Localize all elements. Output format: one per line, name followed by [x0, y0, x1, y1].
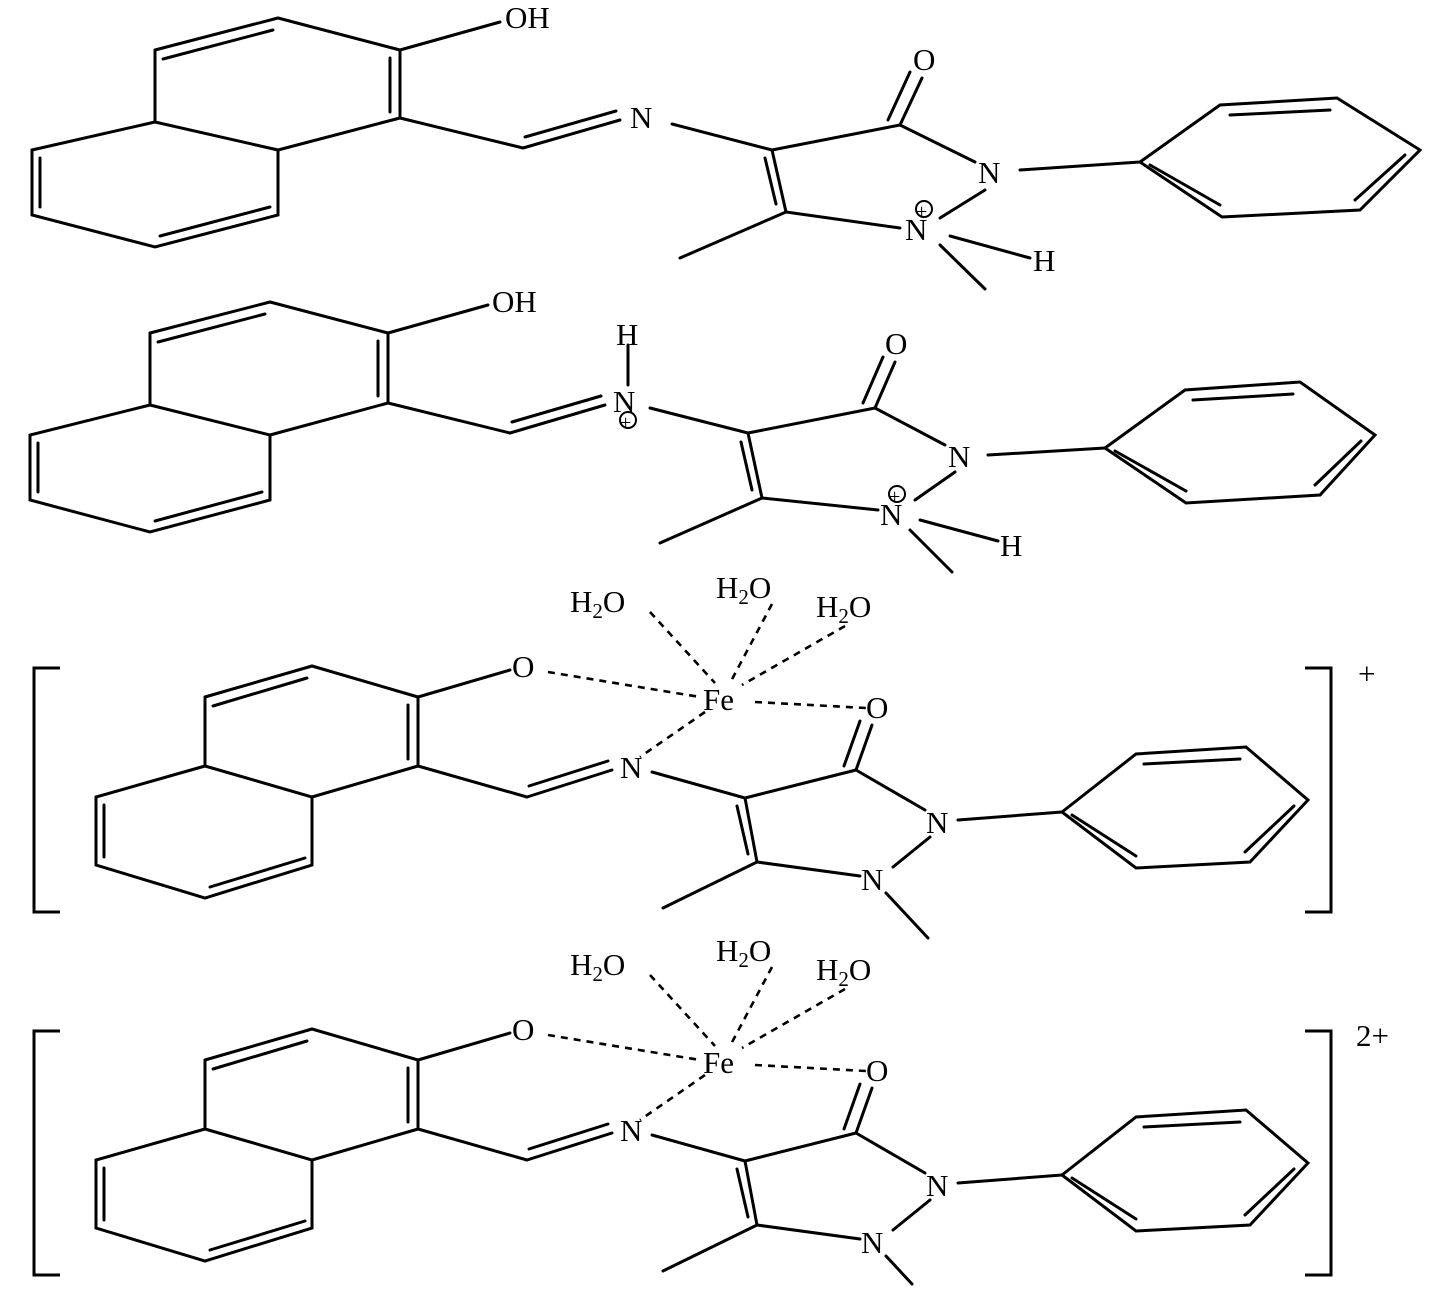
imine-n-label: N [630, 100, 652, 135]
charge-label: + [620, 412, 631, 434]
imine-bond [416, 1122, 614, 1162]
ring-n1-label: N [880, 497, 902, 532]
imine-bond [398, 109, 622, 150]
right-bracket [1305, 1029, 1333, 1277]
hydroxyl-bond [386, 303, 490, 335]
imine-h-label: H [616, 317, 638, 352]
water-label: H2O [816, 589, 871, 628]
pyrazolone-ring [661, 1082, 932, 1286]
phenoxide-o-label: O [512, 1012, 534, 1047]
ring-n2-label: N [978, 155, 1000, 190]
naphthalene-ring [28, 300, 390, 534]
structure-fe-complex-dication: H2O H2O H2O O Fe O N N N 2+ [32, 933, 1389, 1286]
carbonyl-o-label: O [866, 690, 888, 725]
ring-n1-label: N [861, 862, 883, 897]
imine-bond [416, 759, 614, 799]
carbonyl-o-label: O [866, 1053, 888, 1088]
hydroxyl-label: OH [505, 0, 550, 35]
imine-n-label: N [620, 750, 642, 785]
hydroxyl-label: OH [492, 284, 537, 319]
water-label: H2O [570, 584, 625, 623]
ring-n1-label: N [861, 1225, 883, 1260]
phenyl-ring [1018, 96, 1423, 219]
left-bracket [32, 666, 60, 914]
positive-charge-icon: + [888, 485, 906, 508]
naphthalene-ring [94, 664, 420, 900]
pyrazolone-ring [661, 719, 932, 940]
phenyl-ring [956, 1108, 1311, 1233]
ring-n1-h-label: H [1000, 528, 1022, 563]
ring-n1-h-label: H [1033, 243, 1055, 278]
ring-n2-label: N [948, 439, 970, 474]
carbonyl-o-label: O [885, 326, 907, 361]
charge-label: + [916, 201, 927, 223]
phenyl-ring [986, 380, 1378, 505]
pyrazolone-ring [658, 355, 1000, 574]
imine-n-label: N [620, 1113, 642, 1148]
ring-n1-label: N [905, 212, 927, 247]
metal-fe-label: Fe [703, 1045, 734, 1080]
structure-ligand-monoprotonated: OH N O N N + H [30, 0, 1423, 291]
coordination-bonds [547, 966, 867, 1122]
phenyl-ring [956, 745, 1311, 870]
structure-ligand-diprotonated: OH H N + O N N + H [28, 284, 1378, 574]
left-bracket [32, 1029, 60, 1277]
complex-charge-label: + [1358, 656, 1375, 691]
coordination-bonds [547, 603, 867, 759]
ring-n2-label: N [926, 1168, 948, 1203]
pyrazolone-ring [678, 70, 1032, 291]
water-label: H2O [716, 570, 771, 609]
hydroxyl-bond [398, 20, 502, 52]
imine-n-label: N [613, 384, 635, 419]
naphthalene-ring [94, 1027, 420, 1263]
positive-charge-icon: + [619, 411, 637, 434]
phenoxide-o-label: O [512, 649, 534, 684]
positive-charge-icon: + [915, 200, 933, 223]
metal-fe-label: Fe [703, 682, 734, 717]
naphthalene-ring [30, 16, 402, 249]
structure-fe-complex-monocation: H2O H2O H2O O Fe O N N N + [32, 570, 1375, 940]
complex-charge-label: 2+ [1356, 1018, 1389, 1053]
right-bracket [1305, 666, 1333, 914]
water-label: H2O [570, 947, 625, 986]
water-label: H2O [816, 952, 871, 991]
water-label: H2O [716, 933, 771, 972]
carbonyl-o-label: O [913, 42, 935, 77]
charge-label: + [889, 486, 900, 508]
imine-bond [386, 394, 607, 435]
ring-n2-label: N [926, 805, 948, 840]
